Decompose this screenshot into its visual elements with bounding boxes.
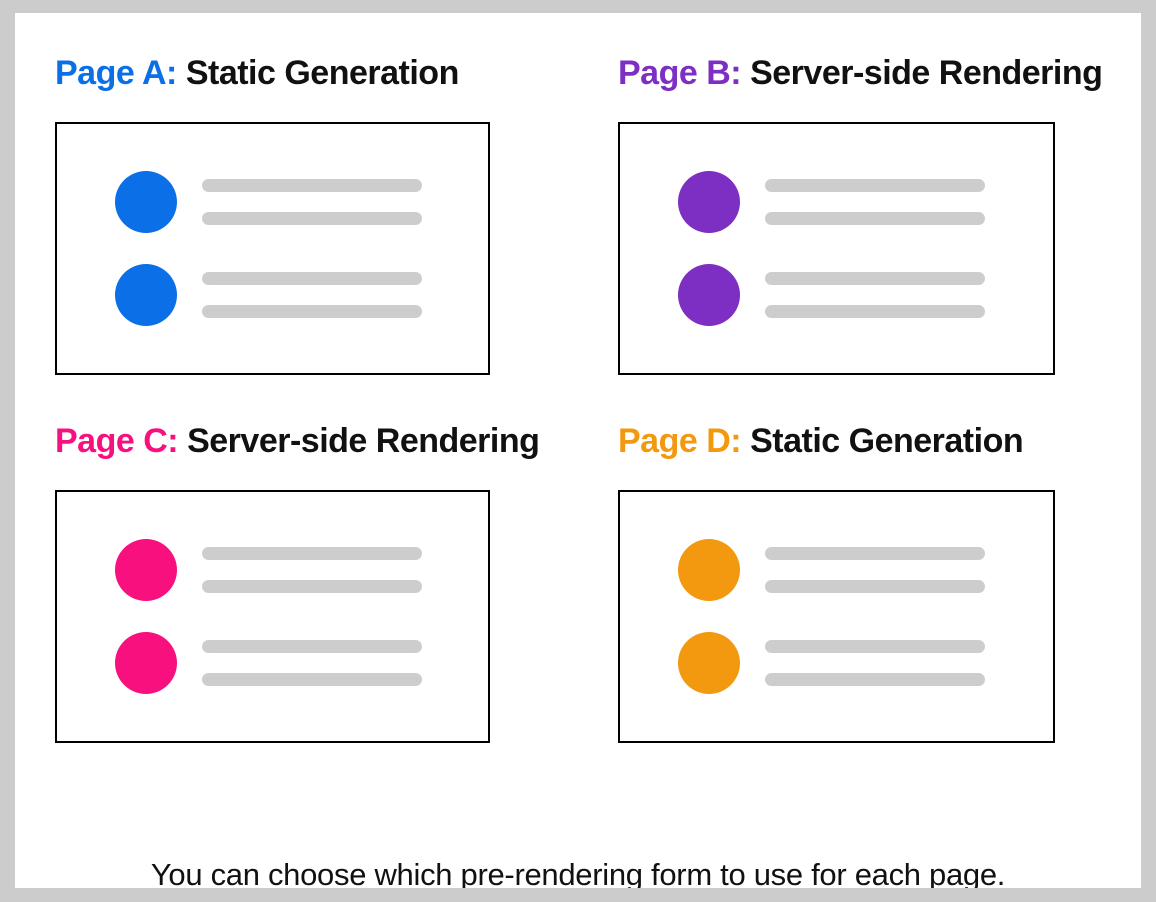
page-c-heading: Page C:Server-side Rendering (55, 421, 540, 462)
diagram-canvas: Page A:Static Generation (15, 13, 1141, 888)
text-placeholder-group (765, 640, 985, 686)
page-d-heading: Page D:Static Generation (618, 421, 1055, 462)
placeholder-line (765, 547, 985, 560)
placeholder-line (765, 580, 985, 593)
content-row (115, 539, 488, 601)
placeholder-line (765, 179, 985, 192)
placeholder-line (202, 179, 422, 192)
text-placeholder-group (202, 547, 422, 593)
content-row (115, 264, 488, 326)
page-b-label: Page B: (618, 54, 742, 92)
placeholder-line (202, 272, 422, 285)
avatar-circle (115, 632, 177, 694)
text-placeholder-group (765, 547, 985, 593)
text-placeholder-group (202, 179, 422, 225)
avatar-circle (115, 171, 177, 233)
text-placeholder-group (765, 179, 985, 225)
placeholder-line (202, 212, 422, 225)
page-a-card (55, 122, 490, 375)
avatar-circle (678, 632, 740, 694)
placeholder-line (765, 305, 985, 318)
placeholder-line (765, 673, 985, 686)
page-b-heading: Page B:Server-side Rendering (618, 53, 1103, 94)
page-a-label: Page A: (55, 54, 177, 92)
page-c-method: Server-side Rendering (187, 422, 540, 460)
placeholder-line (765, 212, 985, 225)
avatar-circle (678, 539, 740, 601)
page-section-a: Page A:Static Generation (55, 53, 490, 421)
page-c-label: Page C: (55, 422, 179, 460)
page-b-method: Server-side Rendering (750, 54, 1103, 92)
avatar-circle (115, 264, 177, 326)
avatar-circle (678, 264, 740, 326)
content-row (678, 632, 1053, 694)
text-placeholder-group (765, 272, 985, 318)
page-section-b: Page B:Server-side Rendering (618, 53, 1103, 421)
page-d-label: Page D: (618, 422, 742, 460)
page-d-card (618, 490, 1055, 743)
page-d-method: Static Generation (750, 422, 1024, 460)
placeholder-line (202, 640, 422, 653)
text-placeholder-group (202, 272, 422, 318)
content-row (115, 632, 488, 694)
placeholder-line (765, 640, 985, 653)
page-c-card (55, 490, 490, 743)
placeholder-line (202, 580, 422, 593)
content-row (678, 539, 1053, 601)
avatar-circle (678, 171, 740, 233)
page-section-c: Page C:Server-side Rendering (55, 421, 540, 789)
text-placeholder-group (202, 640, 422, 686)
placeholder-line (765, 272, 985, 285)
pages-grid: Page A:Static Generation (55, 53, 1103, 789)
caption: You can choose which pre-rendering form … (150, 857, 1006, 888)
avatar-circle (115, 539, 177, 601)
placeholder-line (202, 305, 422, 318)
content-row (115, 171, 488, 233)
content-row (678, 264, 1053, 326)
page-a-heading: Page A:Static Generation (55, 53, 490, 94)
page-section-d: Page D:Static Generation (618, 421, 1055, 789)
page-a-method: Static Generation (185, 54, 460, 92)
placeholder-line (202, 673, 422, 686)
content-row (678, 171, 1053, 233)
page-b-card (618, 122, 1055, 375)
placeholder-line (202, 547, 422, 560)
